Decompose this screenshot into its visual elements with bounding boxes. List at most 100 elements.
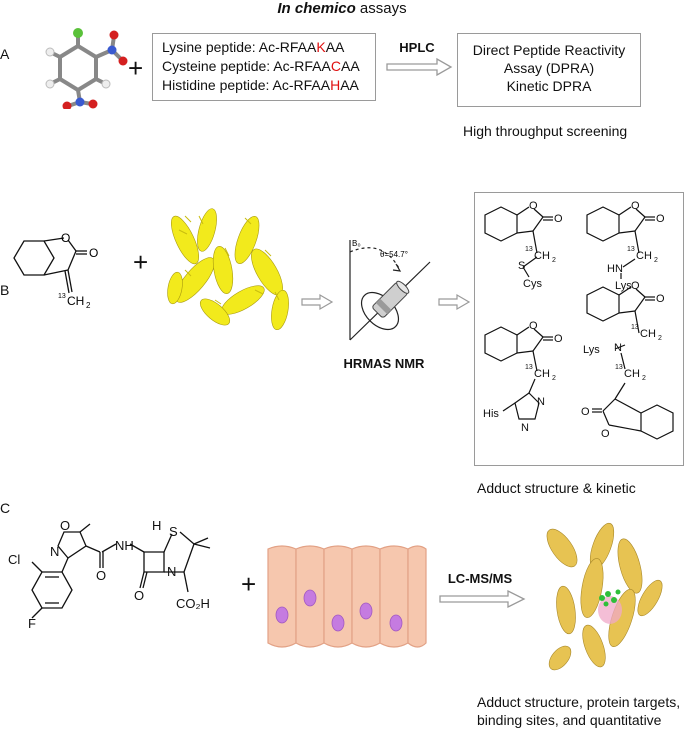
fluorine-label: F (28, 616, 36, 631)
oxygen-atom (62, 101, 72, 109)
ligand-atom (605, 591, 611, 597)
svg-text:CH: CH (624, 368, 640, 380)
svg-text:N: N (614, 342, 622, 354)
assay-box: Direct Peptide Reactivity Assay (DPRA) K… (457, 33, 641, 107)
oxygen-atom (109, 30, 119, 40)
hrmas-nmr-label: HRMAS NMR (343, 356, 425, 371)
svg-text:CH: CH (534, 250, 550, 262)
svg-text:O: O (601, 428, 610, 440)
svg-text:O: O (656, 293, 665, 305)
svg-text:HN: HN (607, 263, 623, 275)
assay-line: Kinetic DPRA (506, 78, 592, 94)
title-italic: In chemico (277, 0, 356, 17)
svg-text:O: O (554, 213, 563, 225)
svg-text:His: His (483, 408, 499, 420)
ligand-atom (615, 589, 621, 595)
magic-angle-spinning-diagram: B₀ θ=54.7° (349, 239, 431, 341)
panel-a-letter: A (0, 46, 10, 62)
adduct-structures: O O 13 CH 2 S Cys O O 13 CH 2 HN Lys O O… (483, 200, 674, 440)
carboxylic-acid-label: CO₂H (176, 596, 210, 611)
oxygen-atom (88, 99, 98, 109)
caption-c-line2: binding sites, and quantitative (477, 712, 662, 728)
svg-text:N: N (50, 544, 59, 559)
panel-b-letter: B (0, 282, 10, 298)
panel-c-letter: C (0, 500, 11, 516)
svg-text:O: O (631, 280, 640, 292)
arrow-b2 (438, 293, 471, 311)
nitrogen-atom (75, 97, 85, 107)
isotope-label: 13 (58, 293, 66, 300)
caption-a: High throughput screening (463, 123, 628, 139)
hydrogen-atom (45, 79, 55, 89)
svg-text:O: O (554, 333, 563, 345)
plus-sign-b: + (133, 247, 149, 277)
svg-text:N: N (521, 422, 529, 434)
peptide-box: Lysine peptide: Ac-RFAAKAA Cysteine pept… (152, 33, 376, 101)
ligand-atom (611, 597, 617, 603)
svg-text:O: O (529, 320, 538, 332)
caption-c-line1: Adduct structure, protein targets, (477, 694, 681, 710)
chlorine-atom (73, 28, 83, 38)
svg-text:S: S (169, 524, 178, 539)
oxygen-atom (118, 56, 128, 66)
peptide-histidine: Histidine peptide: Ac-RFAAHAA (162, 77, 359, 93)
svg-text:2: 2 (552, 257, 556, 264)
svg-text:O: O (134, 588, 144, 603)
arrow-c (439, 589, 526, 609)
methylene-subscript: 2 (86, 301, 91, 310)
nitrogen-atom (107, 45, 117, 55)
protein-target-ribbon-image (546, 522, 663, 671)
cell-nucleus (389, 614, 403, 632)
svg-text:Lys: Lys (615, 280, 632, 292)
lactone-oxygen: O (61, 231, 70, 245)
peptide-highlight: C (330, 58, 341, 74)
svg-text:S: S (518, 260, 525, 272)
peptide-highlight: K (316, 39, 326, 55)
svg-text:CH: CH (640, 328, 656, 340)
ligand-atom (599, 595, 605, 601)
svg-text:Lys: Lys (583, 344, 600, 356)
assay-line: Direct Peptide Reactivity (472, 42, 626, 58)
cell-nucleus (275, 606, 289, 624)
cell-nucleus (303, 589, 317, 607)
stereo-h-label: H (152, 518, 161, 533)
svg-text:O: O (581, 406, 590, 418)
hydrogen-atom (101, 79, 111, 89)
svg-text:Cys: Cys (523, 278, 542, 290)
lc-ms-label: LC-MS/MS (447, 571, 513, 586)
methylene-label: CH (67, 294, 84, 308)
arrow-a (386, 57, 453, 77)
plus-sign-a: + (128, 53, 144, 83)
ligand-atom (603, 601, 609, 607)
magic-angle-label: θ=54.7° (380, 250, 408, 259)
figure-title: In chemico assays (0, 0, 684, 17)
svg-text:13: 13 (525, 364, 533, 371)
svg-text:N: N (537, 396, 545, 408)
caption-b: Adduct structure & kinetic (477, 480, 636, 496)
title-rest: assays (355, 0, 407, 17)
svg-text:2: 2 (642, 375, 646, 382)
svg-text:2: 2 (658, 335, 662, 342)
dinitro-molecule-image (45, 28, 128, 109)
svg-text:13: 13 (615, 364, 623, 371)
svg-text:13: 13 (631, 324, 639, 331)
svg-text:N: N (167, 564, 176, 579)
cell-layer-image (267, 545, 427, 648)
amide-nh-label: NH (115, 538, 134, 553)
chlorine-label: Cl (8, 552, 20, 567)
svg-text:2: 2 (654, 257, 658, 264)
hydrogen-atom (45, 47, 55, 57)
assay-line: Assay (DPRA) (503, 60, 595, 76)
svg-text:CH: CH (636, 250, 652, 262)
hplc-label: HPLC (399, 40, 435, 55)
peptide-lysine: Lysine peptide: Ac-RFAAKAA (162, 39, 345, 55)
plus-sign-c: + (241, 569, 257, 599)
cell-nucleus (331, 614, 345, 632)
svg-text:13: 13 (525, 246, 533, 253)
alpha-methylene-lactone-structure: O O 13 CH 2 (13, 231, 98, 310)
adduct-structures-box: O O 13 CH 2 S Cys O O 13 CH 2 HN Lys O O… (474, 192, 684, 466)
carbonyl-oxygen: O (89, 246, 98, 260)
b0-field-label: B₀ (352, 239, 361, 248)
peptide-highlight: H (330, 77, 341, 93)
svg-text:O: O (60, 518, 70, 533)
